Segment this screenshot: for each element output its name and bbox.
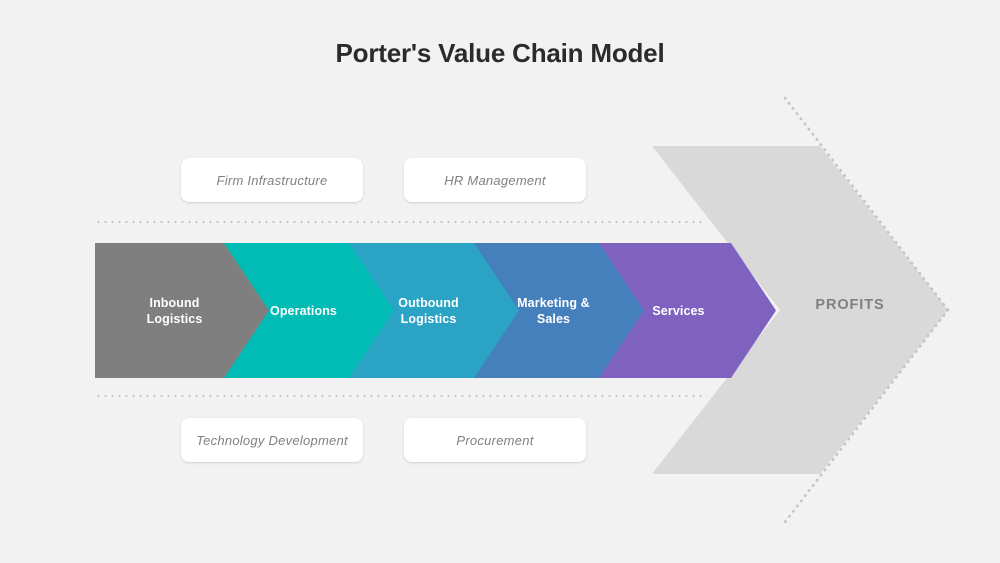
support-activity-firm-infrastructure[interactable]: Firm Infrastructure xyxy=(181,158,363,202)
chevron-label: Services xyxy=(599,303,776,319)
profits-label: PROFITS xyxy=(815,297,885,313)
chevron-label-line2: Logistics xyxy=(146,311,203,326)
chevron-label-line1: Services xyxy=(652,303,705,318)
chevron-label: Marketing & Sales xyxy=(474,295,651,327)
page-title: Porter's Value Chain Model xyxy=(335,38,665,68)
profits-arrow-dotted-top-edge xyxy=(783,96,950,312)
chevron-label: Operations xyxy=(224,303,401,319)
support-activity-hr-management[interactable]: HR Management xyxy=(404,158,586,202)
support-activity-procurement[interactable]: Procurement xyxy=(404,418,586,462)
support-activity-label: HR Management xyxy=(444,172,546,188)
profits-arrow-shape xyxy=(652,146,948,474)
divider-dotted-bottom xyxy=(95,395,707,397)
chevron-label-line1: Outbound xyxy=(398,295,459,310)
divider-dotted-top xyxy=(95,221,707,223)
support-activity-label: Firm Infrastructure xyxy=(216,172,328,188)
chevron-label-line1: Marketing & xyxy=(517,295,590,310)
value-chain-chevrons: Inbound Logistics Operations Outbound Lo… xyxy=(95,243,776,378)
chevron-label: Outbound Logistics xyxy=(349,295,526,327)
support-activity-label: Technology Development xyxy=(196,432,348,448)
support-activity-technology-development[interactable]: Technology Development xyxy=(181,418,363,462)
support-activity-label: Procurement xyxy=(456,432,534,448)
chevron-label-line2: Sales xyxy=(536,311,571,326)
chevron-label-line2: Logistics xyxy=(400,311,457,326)
profits-arrow-dotted-bottom-edge xyxy=(783,308,950,524)
chevron-label-line1: Operations xyxy=(270,303,337,318)
chevron-label: Inbound Logistics xyxy=(95,295,272,327)
chevron-label-line1: Inbound xyxy=(149,295,200,310)
